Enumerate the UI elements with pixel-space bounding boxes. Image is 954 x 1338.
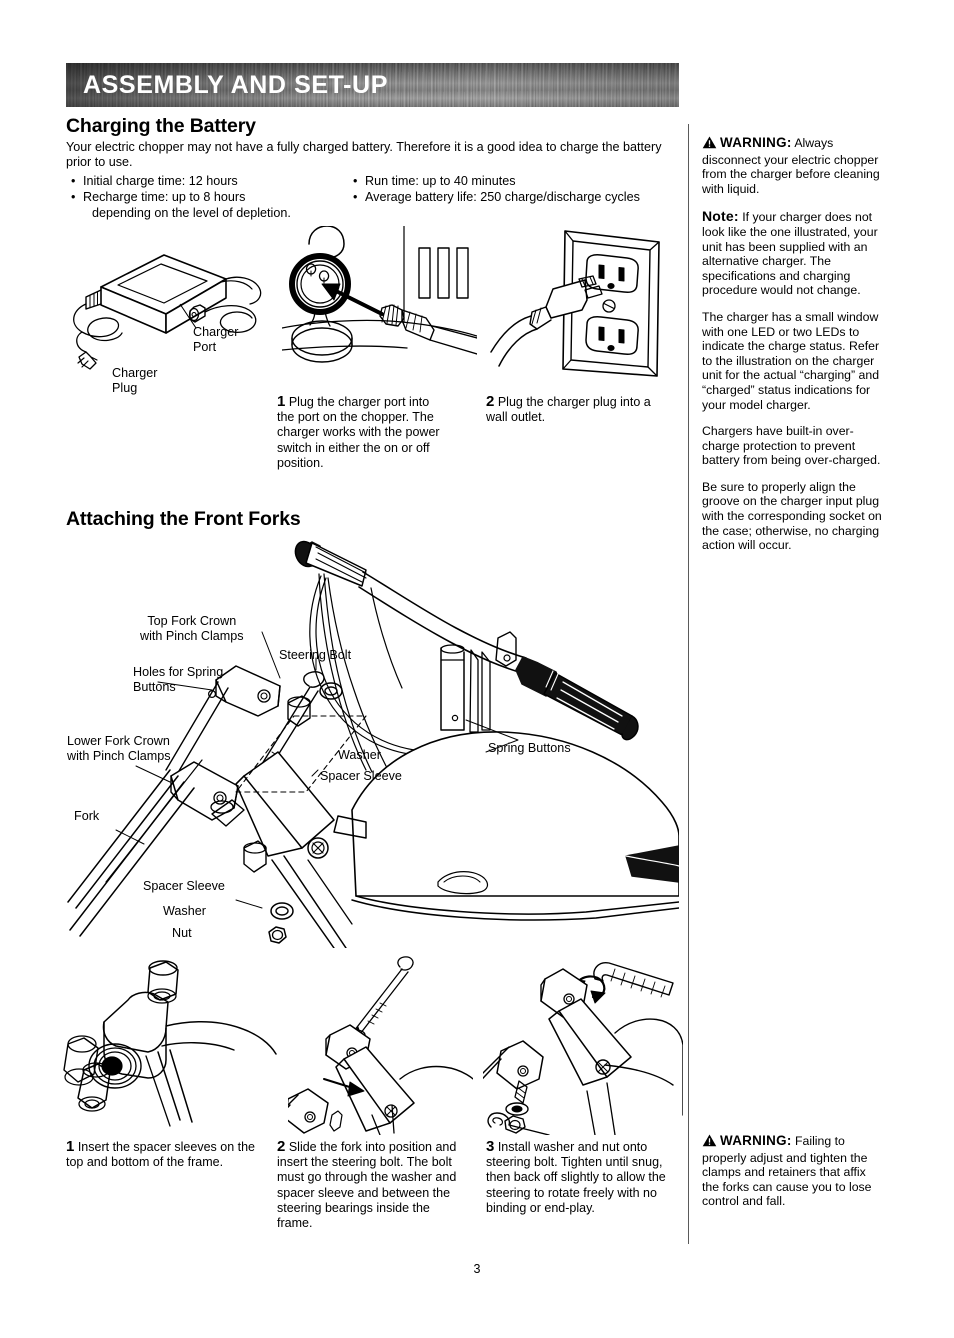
figure-step2-insert-bolt xyxy=(288,955,473,1135)
paragraph-led-status: The charger has a small window with one … xyxy=(702,309,880,412)
list-item: Run time: up to 40 minutes xyxy=(352,173,682,189)
label-top-fork-crown: Top Fork Crown with Pinch Clamps xyxy=(140,614,244,643)
page-number: 3 xyxy=(473,1262,481,1276)
step-number: 2 xyxy=(486,393,495,410)
charging-bullets-left: Initial charge time: 12 hours Recharge t… xyxy=(70,173,360,221)
caption-step-1-forks: 1 Insert the spacer sleeves on the top a… xyxy=(66,1139,264,1170)
step-text: Insert the spacer sleeves on the top and… xyxy=(66,1140,256,1170)
step-number: 1 xyxy=(66,1138,75,1155)
figure-wall-outlet xyxy=(487,228,672,388)
label-spacer-sleeve-top: Spacer Sleeve xyxy=(320,769,402,783)
label-holes-for-spring-buttons: Holes for Spring Buttons xyxy=(133,665,224,694)
note-block-charger: Note: If your charger does not look like… xyxy=(702,209,882,298)
banner-title: ASSEMBLY AND SET-UP xyxy=(83,71,388,99)
label-nut: Nut xyxy=(172,926,192,940)
note-text: If your charger does not look like the o… xyxy=(702,210,878,298)
paragraph-overcharge-protection: Chargers have built-in over-charge prote… xyxy=(702,424,881,468)
label-charger-plug: Charger Plug xyxy=(112,366,158,395)
section-banner: ASSEMBLY AND SET-UP xyxy=(66,63,679,107)
caption-step-1-charging: 1 Plug the charger port into the port on… xyxy=(277,394,450,471)
charging-bullets-right: Run time: up to 40 minutes Average batte… xyxy=(352,173,682,205)
warning-block-forks: WARNING: Failing to properly adjust and … xyxy=(702,1133,882,1209)
sidebar-forks-warning: WARNING: Failing to properly adjust and … xyxy=(702,1133,882,1220)
label-fork: Fork xyxy=(74,809,100,823)
figure-charger-port-closeup xyxy=(282,226,477,391)
charging-intro-text: Your electric chopper may not have a ful… xyxy=(66,140,662,170)
paragraph-align-groove: Be sure to properly align the groove on … xyxy=(702,479,882,553)
label-washer-bottom: Washer xyxy=(163,904,206,918)
warning-triangle-icon xyxy=(702,1134,717,1151)
column-divider xyxy=(688,124,689,1244)
list-item: Average battery life: 250 charge/dischar… xyxy=(352,189,682,205)
step-number: 2 xyxy=(277,1138,286,1155)
leader-line-charger-port xyxy=(179,303,197,329)
caption-step-2-forks: 2 Slide the fork into position and inser… xyxy=(277,1139,465,1231)
note-label: Note: xyxy=(702,208,739,225)
banner-texture xyxy=(66,63,679,107)
list-item-continuation: depending on the level of depletion. xyxy=(92,206,291,220)
warning-text: Always disconnect your electric chopper … xyxy=(702,136,880,196)
warning-text: Failing to properly adjust and tighten t… xyxy=(702,1134,872,1209)
label-washer-top: Washer xyxy=(338,748,381,762)
figure-step1-spacer-sleeves xyxy=(62,960,280,1135)
step-text: Install washer and nut onto steering bol… xyxy=(486,1140,666,1215)
caption-step-3-forks: 3 Install washer and nut onto steering b… xyxy=(486,1139,676,1216)
list-item: Initial charge time: 12 hours xyxy=(70,173,360,189)
warning-block-charging: WARNING: Always disconnect your electric… xyxy=(702,135,882,196)
heading-attaching-front-forks: Attaching the Front Forks xyxy=(66,508,301,530)
label-spacer-sleeve-bottom: Spacer Sleeve xyxy=(143,879,225,893)
label-spring-buttons: Spring Buttons xyxy=(488,741,571,755)
step-number: 3 xyxy=(486,1138,495,1155)
warning-label: WARNING: xyxy=(720,1133,792,1148)
sidebar-charging-notes: WARNING: Always disconnect your electric… xyxy=(702,135,882,564)
step-number: 1 xyxy=(277,393,286,410)
list-item: Recharge time: up to 8 hours xyxy=(70,189,360,205)
figure-step3-install-nut xyxy=(483,955,683,1135)
step-text: Slide the fork into position and insert … xyxy=(277,1140,457,1231)
caption-step-2-charging: 2 Plug the charger plug into a wall outl… xyxy=(486,394,668,425)
step-text: Plug the charger plug into a wall outlet… xyxy=(486,395,651,425)
warning-label: WARNING: xyxy=(720,135,792,150)
warning-triangle-icon xyxy=(702,136,717,153)
step-text: Plug the charger port into the port on t… xyxy=(277,395,440,470)
figure-charger-unit xyxy=(66,230,281,395)
label-steering-bolt: Steering Bolt xyxy=(279,648,352,662)
label-lower-fork-crown: Lower Fork Crown with Pinch Clamps xyxy=(67,734,171,763)
label-charger-port: Charger Port xyxy=(193,325,239,354)
heading-charging-the-battery: Charging the Battery xyxy=(66,115,256,137)
figure-front-fork-exploded xyxy=(66,530,679,948)
